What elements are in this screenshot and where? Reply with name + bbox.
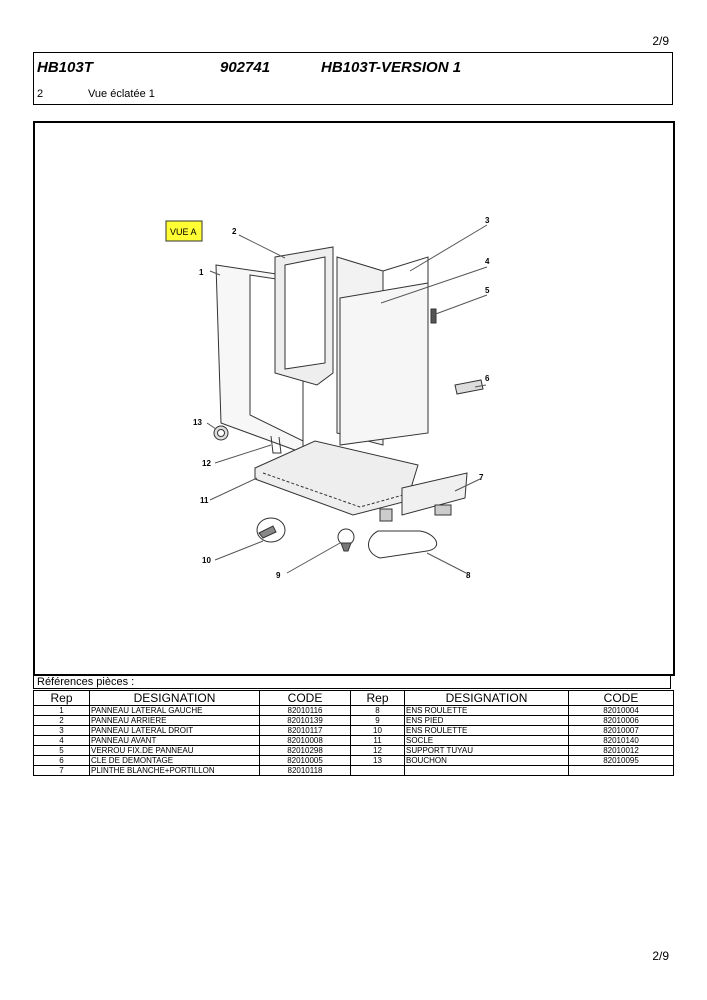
table-row: 2 PANNEAU ARRIERE 82010139 9 ENS PIED 82… (33, 715, 674, 726)
base (254, 440, 419, 516)
callout-7: 7 (479, 473, 484, 482)
plinth (401, 472, 468, 516)
designation-cell: PANNEAU LATERAL DROIT (89, 725, 260, 736)
document-header: HB103T 902741 HB103T-VERSION 1 2 Vue écl… (33, 52, 673, 105)
table-row: 5 VERROU FIX.DE PANNEAU 82010298 12 SUPP… (33, 745, 674, 756)
callout-13: 13 (193, 418, 202, 427)
callout-4: 4 (485, 257, 490, 266)
foot (340, 542, 352, 552)
key (454, 379, 484, 395)
code-cell: 82010298 (259, 745, 351, 756)
designation-cell: ENS ROULETTE (404, 725, 569, 736)
table-row: 6 CLE DE DEMONTAGE 82010005 13 BOUCHON 8… (33, 755, 674, 766)
front-panel (339, 282, 429, 446)
header-designation: DESIGNATION (404, 690, 569, 706)
rep-cell (350, 765, 405, 776)
code-cell: 82010006 (568, 715, 674, 726)
rep-cell: 12 (350, 745, 405, 756)
code-cell: 82010012 (568, 745, 674, 756)
exploded-view-drawing: VUE A 1 2 3 4 5 6 7 8 9 10 11 12 13 (33, 121, 675, 676)
references-label: Références pièces : (33, 674, 671, 689)
rep-cell: 10 (350, 725, 405, 736)
table-row: 3 PANNEAU LATERAL DROIT 82010117 10 ENS … (33, 725, 674, 736)
view-a-box (165, 220, 203, 242)
rep-cell: 8 (350, 705, 405, 716)
table-header-row: Rep DESIGNATION CODE Rep DESIGNATION COD… (33, 690, 674, 706)
rep-cell: 2 (33, 715, 90, 726)
code-cell: 82010139 (259, 715, 351, 726)
code-cell: 82010004 (568, 705, 674, 716)
callout-8: 8 (466, 571, 471, 580)
table-row: 1 PANNEAU LATERAL GAUCHE 82010116 8 ENS … (33, 705, 674, 716)
model-name: HB103T (37, 59, 93, 76)
header-designation: DESIGNATION (89, 690, 260, 706)
model-number: 902741 (220, 59, 271, 76)
designation-cell: CLE DE DEMONTAGE (89, 755, 260, 766)
designation-cell: BOUCHON (404, 755, 569, 766)
rep-cell: 6 (33, 755, 90, 766)
page-number-bottom: 2/9 (652, 949, 669, 963)
rep-cell: 5 (33, 745, 90, 756)
callout-9: 9 (276, 571, 281, 580)
panel-lock (430, 308, 437, 324)
designation-cell: PANNEAU ARRIERE (89, 715, 260, 726)
code-cell: 82010095 (568, 755, 674, 766)
table-row: 7 PLINTHE BLANCHE+PORTILLON 82010118 (33, 765, 674, 776)
code-cell: 82010007 (568, 725, 674, 736)
designation-cell: SUPPORT TUYAU (404, 745, 569, 756)
header-rep: Rep (350, 690, 405, 706)
code-cell (568, 765, 674, 776)
rep-cell: 1 (33, 705, 90, 716)
header-rep: Rep (33, 690, 90, 706)
code-cell: 82010140 (568, 735, 674, 746)
parts-table: Rep DESIGNATION CODE Rep DESIGNATION COD… (33, 690, 674, 776)
view-label: VUE A (170, 227, 197, 237)
rep-cell: 11 (350, 735, 405, 746)
page-number-top: 2/9 (652, 34, 669, 48)
rep-cell: 9 (350, 715, 405, 726)
callout-11: 11 (200, 496, 209, 505)
designation-cell: PANNEAU LATERAL GAUCHE (89, 705, 260, 716)
caster (258, 525, 277, 539)
rep-cell: 3 (33, 725, 90, 736)
rep-cell: 13 (350, 755, 405, 766)
rep-cell: 7 (33, 765, 90, 776)
caster-group (368, 530, 438, 559)
callout-3: 3 (485, 216, 490, 225)
code-cell: 82010005 (259, 755, 351, 766)
callout-1: 1 (199, 268, 204, 277)
exploded-view-illustration: VUE A 1 2 3 4 5 6 7 8 9 10 11 12 13 (165, 216, 490, 580)
designation-cell: VERROU FIX.DE PANNEAU (89, 745, 260, 756)
model-version: HB103T-VERSION 1 (321, 59, 462, 76)
designation-cell (404, 765, 569, 776)
header-code: CODE (568, 690, 674, 706)
code-cell: 82010118 (259, 765, 351, 776)
designation-cell: ENS ROULETTE (404, 705, 569, 716)
section-number: 2 (37, 88, 44, 100)
designation-cell: SOCLE (404, 735, 569, 746)
designation-cell: ENS PIED (404, 715, 569, 726)
callout-2: 2 (232, 227, 237, 236)
pipe-support (270, 435, 282, 454)
callout-12: 12 (202, 459, 211, 468)
code-cell: 82010117 (259, 725, 351, 736)
callout-5: 5 (485, 286, 490, 295)
code-cell: 82010116 (259, 705, 351, 716)
code-cell: 82010008 (259, 735, 351, 746)
table-row: 4 PANNEAU AVANT 82010008 11 SOCLE 820101… (33, 735, 674, 746)
rep-cell: 4 (33, 735, 90, 746)
callout-6: 6 (485, 374, 490, 383)
designation-cell: PANNEAU AVANT (89, 735, 260, 746)
header-code: CODE (259, 690, 351, 706)
section-title: Vue éclatée 1 (88, 88, 155, 100)
designation-cell: PLINTHE BLANCHE+PORTILLON (89, 765, 260, 776)
callout-10: 10 (202, 556, 211, 565)
